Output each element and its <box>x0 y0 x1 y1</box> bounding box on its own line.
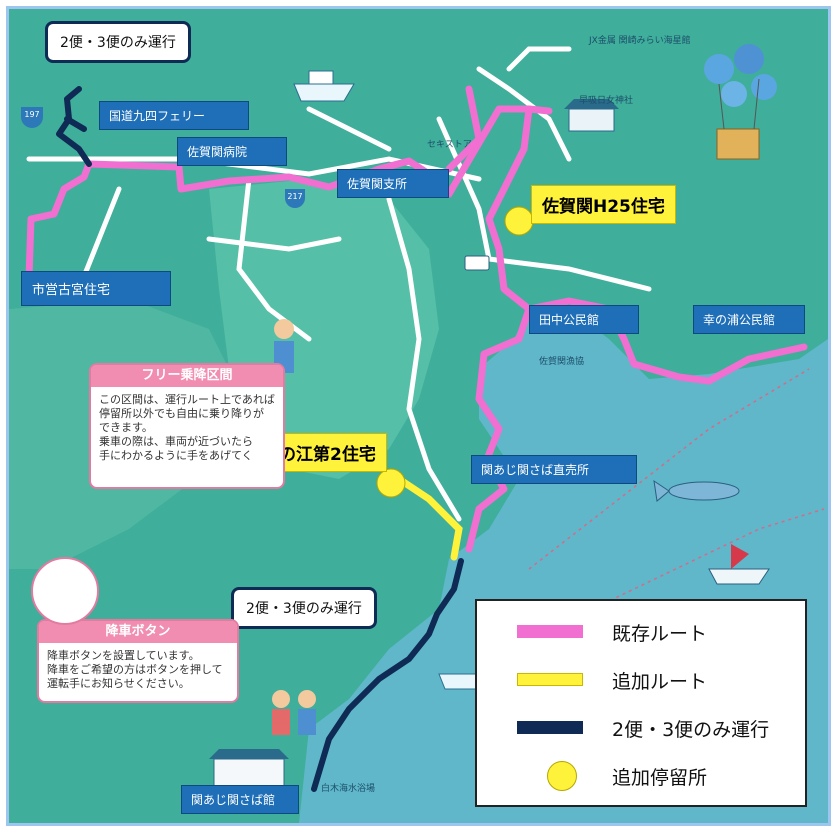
shrine-illustration <box>564 99 619 132</box>
alight-button-icon <box>31 557 99 625</box>
free-zone-line-3: できます。 <box>99 421 153 434</box>
alight-button-title: 降車ボタン <box>39 621 237 643</box>
stop-sabakan[interactable]: 関あじ関さば館 <box>181 785 299 814</box>
new-stop-h25-label[interactable]: 佐賀関H25住宅 <box>531 185 676 224</box>
new-stop-akinoe-dot[interactable] <box>376 468 406 498</box>
limited-route <box>56 86 464 792</box>
free-zone-card: フリー乗降区間 この区間は、運行ルート上であれば 停留所以外でも自由に乗り降りが… <box>89 363 285 489</box>
legend-limited-label: 2便・3便のみ運行 <box>612 719 770 741</box>
alight-button-line-3: 運転手にお知らせください。 <box>47 677 190 690</box>
legend-new-stop-dot <box>547 761 577 791</box>
stop-branch[interactable]: 佐賀関支所 <box>337 169 449 198</box>
legend-added-swatch <box>517 673 583 686</box>
balloon-illustration <box>704 44 777 160</box>
alight-button-card: 降車ボタン 降車ボタンを設置しています。 降車をご希望の方はボタンを押して 運転… <box>37 619 239 703</box>
poi-fishery: 佐賀関漁協 <box>539 357 585 367</box>
stop-direct[interactable]: 関あじ関さば直売所 <box>471 455 637 484</box>
legend: 既存ルート 追加ルート 2便・3便のみ運行 追加停留所 <box>475 599 807 807</box>
free-zone-line-2: 停留所以外でも自由に乗り降りが <box>99 407 264 420</box>
legend-new-stop-label: 追加停留所 <box>612 767 708 789</box>
legend-added: 追加ルート <box>477 659 805 699</box>
free-zone-title: フリー乗降区間 <box>91 365 283 387</box>
legend-limited-swatch <box>517 721 583 734</box>
road-shield-217-label: 217 <box>287 192 302 201</box>
stop-ichimiya[interactable]: 市営古宮住宅 <box>21 271 171 306</box>
stop-kounoura[interactable]: 幸の浦公民館 <box>693 305 805 334</box>
legend-existing-label: 既存ルート <box>612 623 708 645</box>
free-zone-line-4: 乗車の際は、車両が近づいたら <box>99 435 253 448</box>
legend-existing: 既存ルート <box>477 611 805 651</box>
legend-added-label: 追加ルート <box>612 671 708 693</box>
bus-illustration <box>464 255 490 271</box>
people-illustration <box>272 319 316 735</box>
streets <box>26 46 652 522</box>
legend-new-stop: 追加停留所 <box>477 755 805 795</box>
legend-limited: 2便・3便のみ運行 <box>477 707 805 747</box>
ship-illustration <box>293 70 355 102</box>
alight-button-line-2: 降車をご希望の方はボタンを押して <box>47 663 223 676</box>
map-frame: 197 217 <box>6 6 831 826</box>
fish-illustration <box>653 479 740 502</box>
callout-limited-top: 2便・3便のみ運行 <box>45 21 191 63</box>
callout-limited-bottom: 2便・3便のみ運行 <box>231 587 377 629</box>
poi-jx: JX金属 関崎みらい海星館 <box>589 36 691 46</box>
legend-existing-swatch <box>517 625 583 638</box>
poi-shrine: 早吸日女神社 <box>579 96 634 106</box>
road-shield-217: 217 <box>285 189 305 208</box>
free-zone-line-5: 手にわかるように手をあげてく <box>99 449 253 462</box>
road-shield-197-label: 197 <box>24 110 39 119</box>
alight-button-line-1: 降車ボタンを設置しています。 <box>47 649 200 662</box>
road-shield-197: 197 <box>21 107 43 128</box>
shop-illustration <box>209 749 289 790</box>
added-route <box>395 475 463 561</box>
fishing-boat-illustration <box>708 544 770 585</box>
new-stop-h25-dot[interactable] <box>504 206 534 236</box>
stop-tanaka[interactable]: 田中公民館 <box>529 305 639 334</box>
free-zone-line-1: この区間は、運行ルート上であれば <box>99 393 275 406</box>
poi-beach: 白木海水浴場 <box>321 784 376 794</box>
stop-ferry[interactable]: 国道九四フェリー <box>99 101 249 130</box>
poi-seven: セキストア <box>427 140 472 150</box>
stop-hospital[interactable]: 佐賀関病院 <box>177 137 287 166</box>
